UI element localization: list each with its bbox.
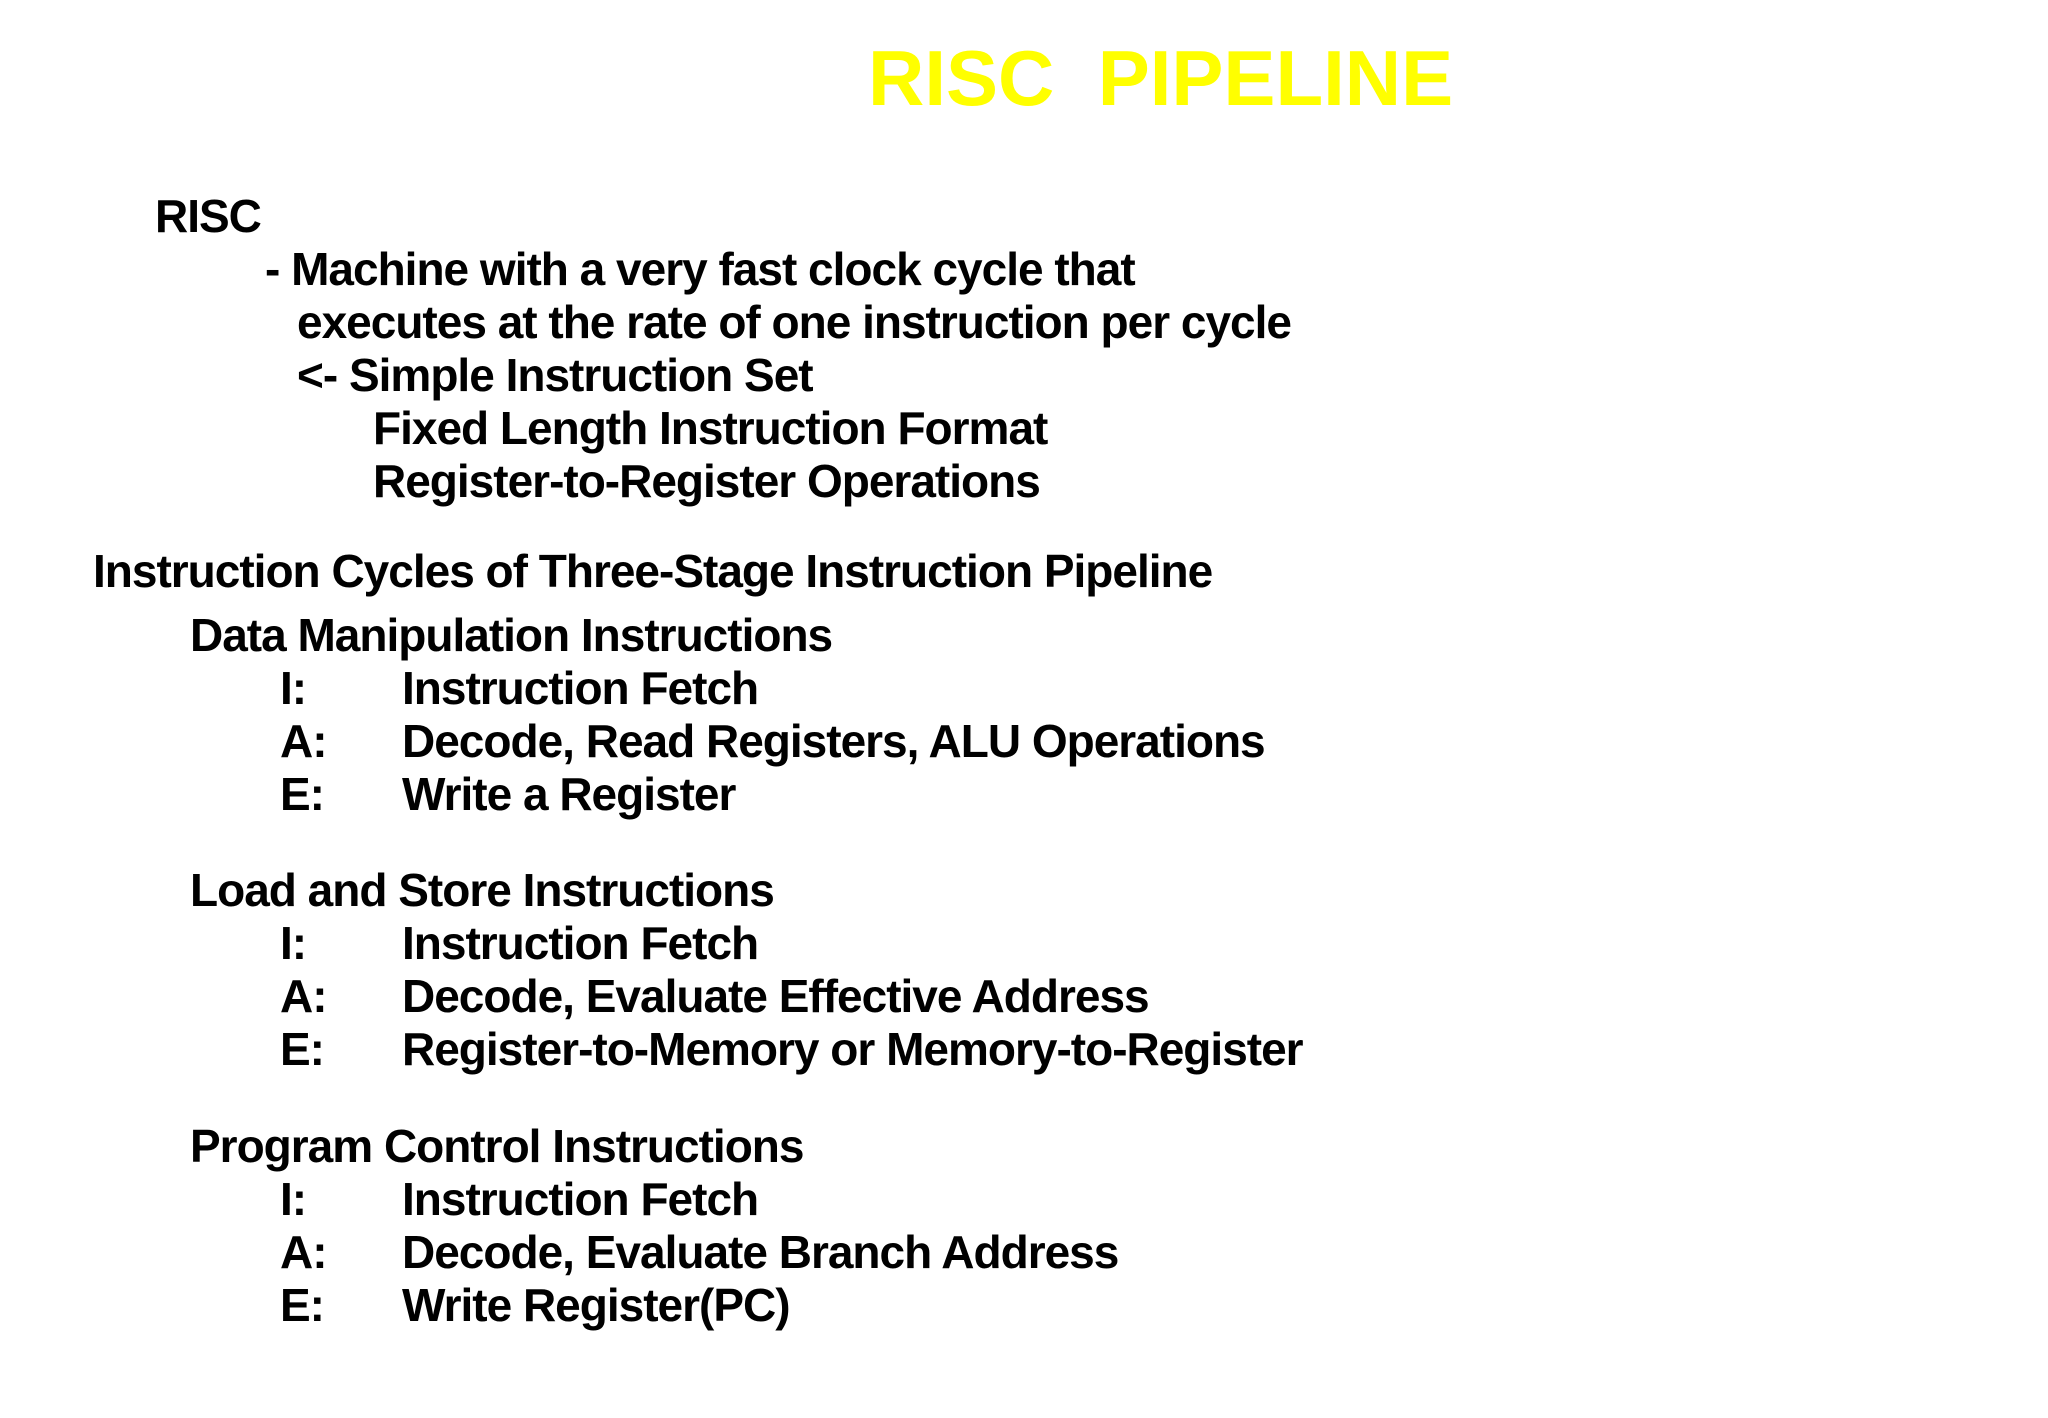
stage-desc-e: Register-to-Memory or Memory-to-Register <box>402 1023 1304 1075</box>
stage-label-e: E: <box>280 1279 325 1331</box>
risc-definition-block: RISC - Machine with a very fast clock cy… <box>155 190 1292 508</box>
stage-desc-a: Decode, Read Registers, ALU Operations <box>402 715 1266 767</box>
stage-row-a: A: Decode, Evaluate Branch Address <box>280 1226 1119 1279</box>
stage-row-e: E: Register-to-Memory or Memory-to-Regis… <box>280 1023 1304 1076</box>
stage-label-i: I: <box>280 1173 307 1225</box>
stage-desc-e: Write a Register <box>402 768 736 820</box>
risc-definition-line-5: Register-to-Register Operations <box>373 455 1041 507</box>
stage-label-e: E: <box>280 768 325 820</box>
stage-desc-i: Instruction Fetch <box>402 917 759 969</box>
stage-row-e: E: Write Register(PC) <box>280 1279 1118 1332</box>
risc-definition-line-4: Fixed Length Instruction Format <box>373 402 1048 454</box>
stage-label-i: I: <box>280 917 307 969</box>
stage-label-i: I: <box>280 662 307 714</box>
stage-desc-i: Instruction Fetch <box>402 1173 759 1225</box>
slide-title: RISC PIPELINE <box>868 34 1454 122</box>
stage-desc-e: Write Register(PC) <box>402 1279 791 1331</box>
risc-definition-line-2: executes at the rate of one instruction … <box>297 296 1292 348</box>
risc-definition-line-3: <- Simple Instruction Set <box>297 349 814 401</box>
stage-row-e: E: Write a Register <box>280 768 1265 821</box>
stage-label-a: A: <box>280 970 328 1022</box>
program-control-group: Program Control Instructions I: Instruct… <box>190 1120 1119 1332</box>
stage-label-a: A: <box>280 1226 328 1278</box>
data-manipulation-heading: Data Manipulation Instructions <box>190 609 833 661</box>
load-store-group: Load and Store Instructions I: Instructi… <box>190 864 1304 1076</box>
program-control-heading: Program Control Instructions <box>190 1120 804 1172</box>
data-manipulation-group: Data Manipulation Instructions I: Instru… <box>190 609 1266 821</box>
stage-row-i: I: Instruction Fetch <box>280 662 1265 715</box>
stage-desc-a: Decode, Evaluate Effective Address <box>402 970 1150 1022</box>
stage-desc-a: Decode, Evaluate Branch Address <box>402 1226 1119 1278</box>
stage-desc-i: Instruction Fetch <box>402 662 759 714</box>
stage-row-i: I: Instruction Fetch <box>280 917 1303 970</box>
risc-definition-line-1: - Machine with a very fast clock cycle t… <box>265 243 1136 295</box>
stage-row-i: I: Instruction Fetch <box>280 1173 1118 1226</box>
pipeline-section-heading: Instruction Cycles of Three-Stage Instru… <box>93 545 1213 597</box>
stage-row-a: A: Decode, Evaluate Effective Address <box>280 970 1303 1023</box>
stage-row-a: A: Decode, Read Registers, ALU Operation… <box>280 715 1266 768</box>
stage-label-e: E: <box>280 1023 325 1075</box>
stage-label-a: A: <box>280 715 328 767</box>
load-store-heading: Load and Store Instructions <box>190 864 775 916</box>
risc-heading: RISC <box>155 190 262 242</box>
